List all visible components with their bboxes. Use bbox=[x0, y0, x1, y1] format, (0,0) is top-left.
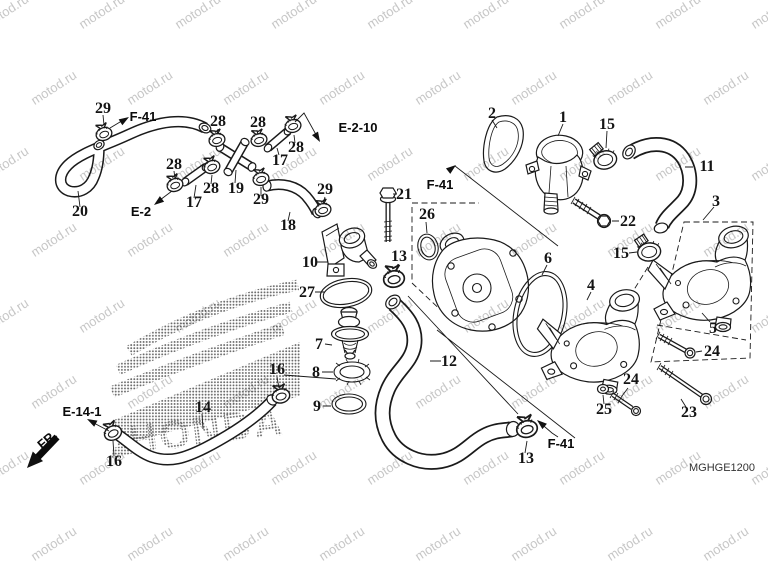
callout-28-1: 28 bbox=[210, 113, 226, 130]
callout-13-2: 13 bbox=[518, 450, 534, 467]
pipe-19 bbox=[215, 137, 257, 177]
clamp-15b bbox=[633, 231, 663, 264]
callout-13-1: 13 bbox=[391, 248, 407, 265]
ring-8 bbox=[333, 358, 371, 386]
callout-19: 19 bbox=[228, 180, 244, 197]
diagram-code: MGHGE1200 bbox=[689, 462, 755, 474]
hose-20 bbox=[54, 115, 212, 198]
callout-labels: 29 F-41 28 28 17 28 E-2-10 19 17 28 28 E… bbox=[62, 100, 720, 470]
callout-29-3: 29 bbox=[317, 181, 333, 198]
ref-f41-bot: F-41 bbox=[548, 436, 575, 451]
pump-cover-5 bbox=[647, 222, 752, 333]
bolt-22 bbox=[570, 196, 612, 229]
ref-e2-10: E-2-10 bbox=[338, 120, 377, 135]
callout-28-4: 28 bbox=[166, 156, 182, 173]
callout-21: 21 bbox=[396, 186, 412, 203]
callout-2: 2 bbox=[488, 105, 496, 122]
bolt-24b bbox=[609, 390, 642, 417]
leader-lines bbox=[77, 112, 715, 457]
bolt-23 bbox=[656, 362, 713, 406]
fr-direction: FR. bbox=[27, 427, 60, 468]
callout-4: 4 bbox=[587, 277, 595, 294]
fr-label: FR. bbox=[34, 427, 60, 452]
ref-f41-top: F-41 bbox=[130, 109, 157, 124]
callout-27: 27 bbox=[299, 284, 315, 301]
clamp-15a bbox=[587, 138, 620, 173]
honda-watermark: HONDA bbox=[109, 279, 300, 462]
bolt-24a bbox=[655, 331, 696, 359]
callout-24-2: 24 bbox=[623, 371, 639, 388]
clamp-13b bbox=[512, 411, 541, 441]
arrowhead-f41-bot bbox=[537, 420, 547, 430]
callout-10: 10 bbox=[302, 254, 318, 271]
arrowhead-e14-1 bbox=[87, 419, 98, 427]
water-pump-body bbox=[431, 232, 530, 332]
arrowhead-f41-top bbox=[118, 117, 129, 126]
callout-18: 18 bbox=[280, 217, 296, 234]
arrowhead-e2-10 bbox=[311, 131, 320, 142]
ref-f41-mid: F-41 bbox=[427, 177, 454, 192]
projection-lines bbox=[407, 165, 576, 439]
gasket-6 bbox=[512, 271, 568, 357]
callout-22: 22 bbox=[620, 213, 636, 230]
callout-16-1: 16 bbox=[269, 361, 285, 378]
ref-e2: E-2 bbox=[131, 204, 151, 219]
callout-1: 1 bbox=[559, 109, 567, 126]
callout-25: 25 bbox=[596, 401, 612, 418]
oring-9 bbox=[331, 393, 367, 415]
callout-23: 23 bbox=[681, 404, 697, 421]
callout-17-2: 17 bbox=[186, 194, 202, 211]
callout-15-1: 15 bbox=[599, 116, 615, 133]
callout-28-5: 28 bbox=[203, 180, 219, 197]
callout-14: 14 bbox=[195, 399, 211, 416]
callout-17-1: 17 bbox=[272, 152, 288, 169]
callout-15-2: 15 bbox=[613, 245, 629, 262]
callout-24-1: 24 bbox=[704, 343, 720, 360]
clamp-13a bbox=[380, 262, 407, 290]
callout-6: 6 bbox=[544, 250, 552, 267]
thermostat-7 bbox=[330, 306, 370, 360]
hose-12 bbox=[374, 294, 521, 470]
callout-7: 7 bbox=[315, 336, 323, 353]
callout-29-1: 29 bbox=[95, 100, 111, 117]
hose-18 bbox=[262, 178, 323, 219]
gasket-2 bbox=[482, 115, 524, 173]
oring-27 bbox=[319, 277, 373, 309]
arrowhead-e2 bbox=[154, 196, 165, 205]
thermostat-cover-10 bbox=[321, 223, 378, 277]
callout-28-2: 28 bbox=[250, 114, 266, 131]
ref-e14-1: E-14-1 bbox=[62, 404, 101, 419]
callout-9: 9 bbox=[313, 398, 321, 415]
callout-8: 8 bbox=[312, 364, 320, 381]
callout-11: 11 bbox=[699, 158, 714, 175]
callout-16-2: 16 bbox=[106, 453, 122, 470]
callout-5: 5 bbox=[709, 320, 717, 337]
callout-29-2: 29 bbox=[253, 191, 269, 208]
callout-3: 3 bbox=[712, 193, 720, 210]
arrowhead-f41-mid bbox=[445, 165, 456, 174]
thermostat-housing-1 bbox=[525, 134, 592, 215]
callout-20: 20 bbox=[72, 203, 88, 220]
callout-26: 26 bbox=[419, 206, 435, 223]
hose-11 bbox=[622, 136, 698, 234]
washer-25 bbox=[596, 383, 610, 395]
bolt-21 bbox=[379, 187, 397, 242]
reference-arrows bbox=[87, 117, 547, 430]
oring-26 bbox=[417, 233, 439, 261]
callout-12: 12 bbox=[441, 353, 457, 370]
callout-28-3: 28 bbox=[288, 139, 304, 156]
